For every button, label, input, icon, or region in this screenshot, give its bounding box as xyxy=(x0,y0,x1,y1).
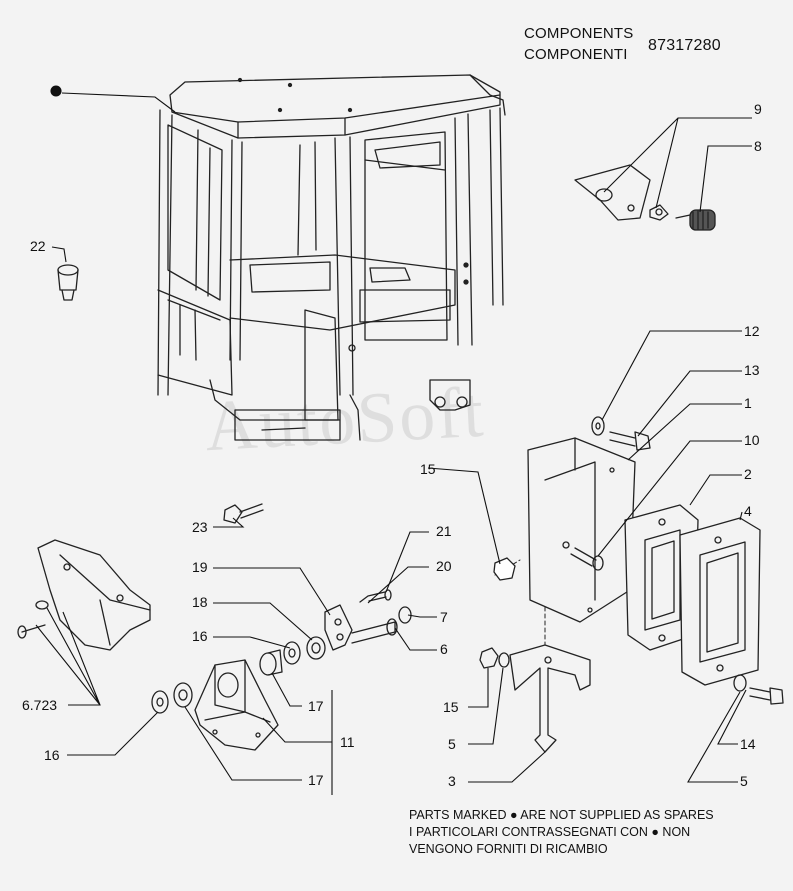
callout-19: 19 xyxy=(192,559,208,575)
callout-22: 22 xyxy=(30,238,46,254)
part-13-bolt xyxy=(609,431,651,451)
part-18-washer xyxy=(306,636,326,660)
callout-10: 10 xyxy=(744,432,760,448)
part-14-bolt xyxy=(733,674,784,705)
part-11-support xyxy=(194,659,279,751)
part-16-washer-a xyxy=(283,641,301,665)
callout-7: 7 xyxy=(440,609,448,625)
part-9-bracket xyxy=(574,164,669,221)
part-6723-bracket xyxy=(17,539,151,651)
spares-note-line-1: PARTS MARKED ● ARE NOT SUPPLIED AS SPARE… xyxy=(409,808,714,822)
part-6-pin xyxy=(351,618,398,644)
part-3-latch xyxy=(509,644,591,753)
part-22-plug xyxy=(57,264,79,301)
callout-3: 3 xyxy=(448,773,456,789)
callout-6723: 6.723 xyxy=(22,697,57,713)
callout-15-upper: 15 xyxy=(420,461,436,477)
callout-14: 14 xyxy=(740,736,756,752)
part-16-washer-b xyxy=(151,690,169,714)
callout-5-right: 5 xyxy=(740,773,748,789)
spares-note: PARTS MARKED ● ARE NOT SUPPLIED AS SPARE… xyxy=(409,807,749,858)
part-number: 87317280 xyxy=(648,37,721,54)
callout-13: 13 xyxy=(744,362,760,378)
callout-11: 11 xyxy=(340,734,355,750)
part-23-bolt xyxy=(223,503,264,524)
not-supplied-marker xyxy=(50,85,62,97)
part-15-nut-a xyxy=(493,557,516,581)
components-title-it: COMPONENTI xyxy=(524,46,628,63)
part-17-bush-b xyxy=(173,682,193,708)
callout-17-lower: 17 xyxy=(308,772,324,788)
callout-21: 21 xyxy=(436,523,452,539)
callout-2: 2 xyxy=(744,466,752,482)
callout-5-left: 5 xyxy=(448,736,456,752)
callout-6: 6 xyxy=(440,641,448,657)
callout-20: 20 xyxy=(436,558,452,574)
part-17-bush-a xyxy=(259,649,283,676)
callout-4: 4 xyxy=(744,503,752,519)
spares-note-line-3: VENGONO FORNITI DI RICAMBIO xyxy=(409,842,608,856)
spares-note-line-2: I PARTICOLARI CONTRASSEGNATI CON ● NON xyxy=(409,825,691,839)
part-15-nut-b xyxy=(479,647,510,669)
part-4-seal xyxy=(679,517,761,686)
part-19-plate xyxy=(324,604,353,651)
callout-15-lower: 15 xyxy=(443,699,459,715)
components-title-en: COMPONENTS xyxy=(524,25,634,42)
callout-16-lower: 16 xyxy=(44,747,60,763)
part-8-knob xyxy=(675,209,716,231)
callout-1: 1 xyxy=(744,395,752,411)
leader-lines xyxy=(35,85,752,795)
callout-8: 8 xyxy=(754,138,762,154)
callout-12: 12 xyxy=(744,323,760,339)
callout-labels: 9 8 22 12 13 1 10 2 4 15 23 21 20 19 18 … xyxy=(22,101,762,789)
callout-23: 23 xyxy=(192,519,208,535)
part-20-screw xyxy=(359,589,392,603)
cab-frame xyxy=(157,74,506,441)
callout-16-upper: 16 xyxy=(192,628,208,644)
callout-18: 18 xyxy=(192,594,208,610)
callout-9: 9 xyxy=(754,101,762,117)
part-12-washer xyxy=(591,416,605,436)
callout-17-upper: 17 xyxy=(308,698,324,714)
